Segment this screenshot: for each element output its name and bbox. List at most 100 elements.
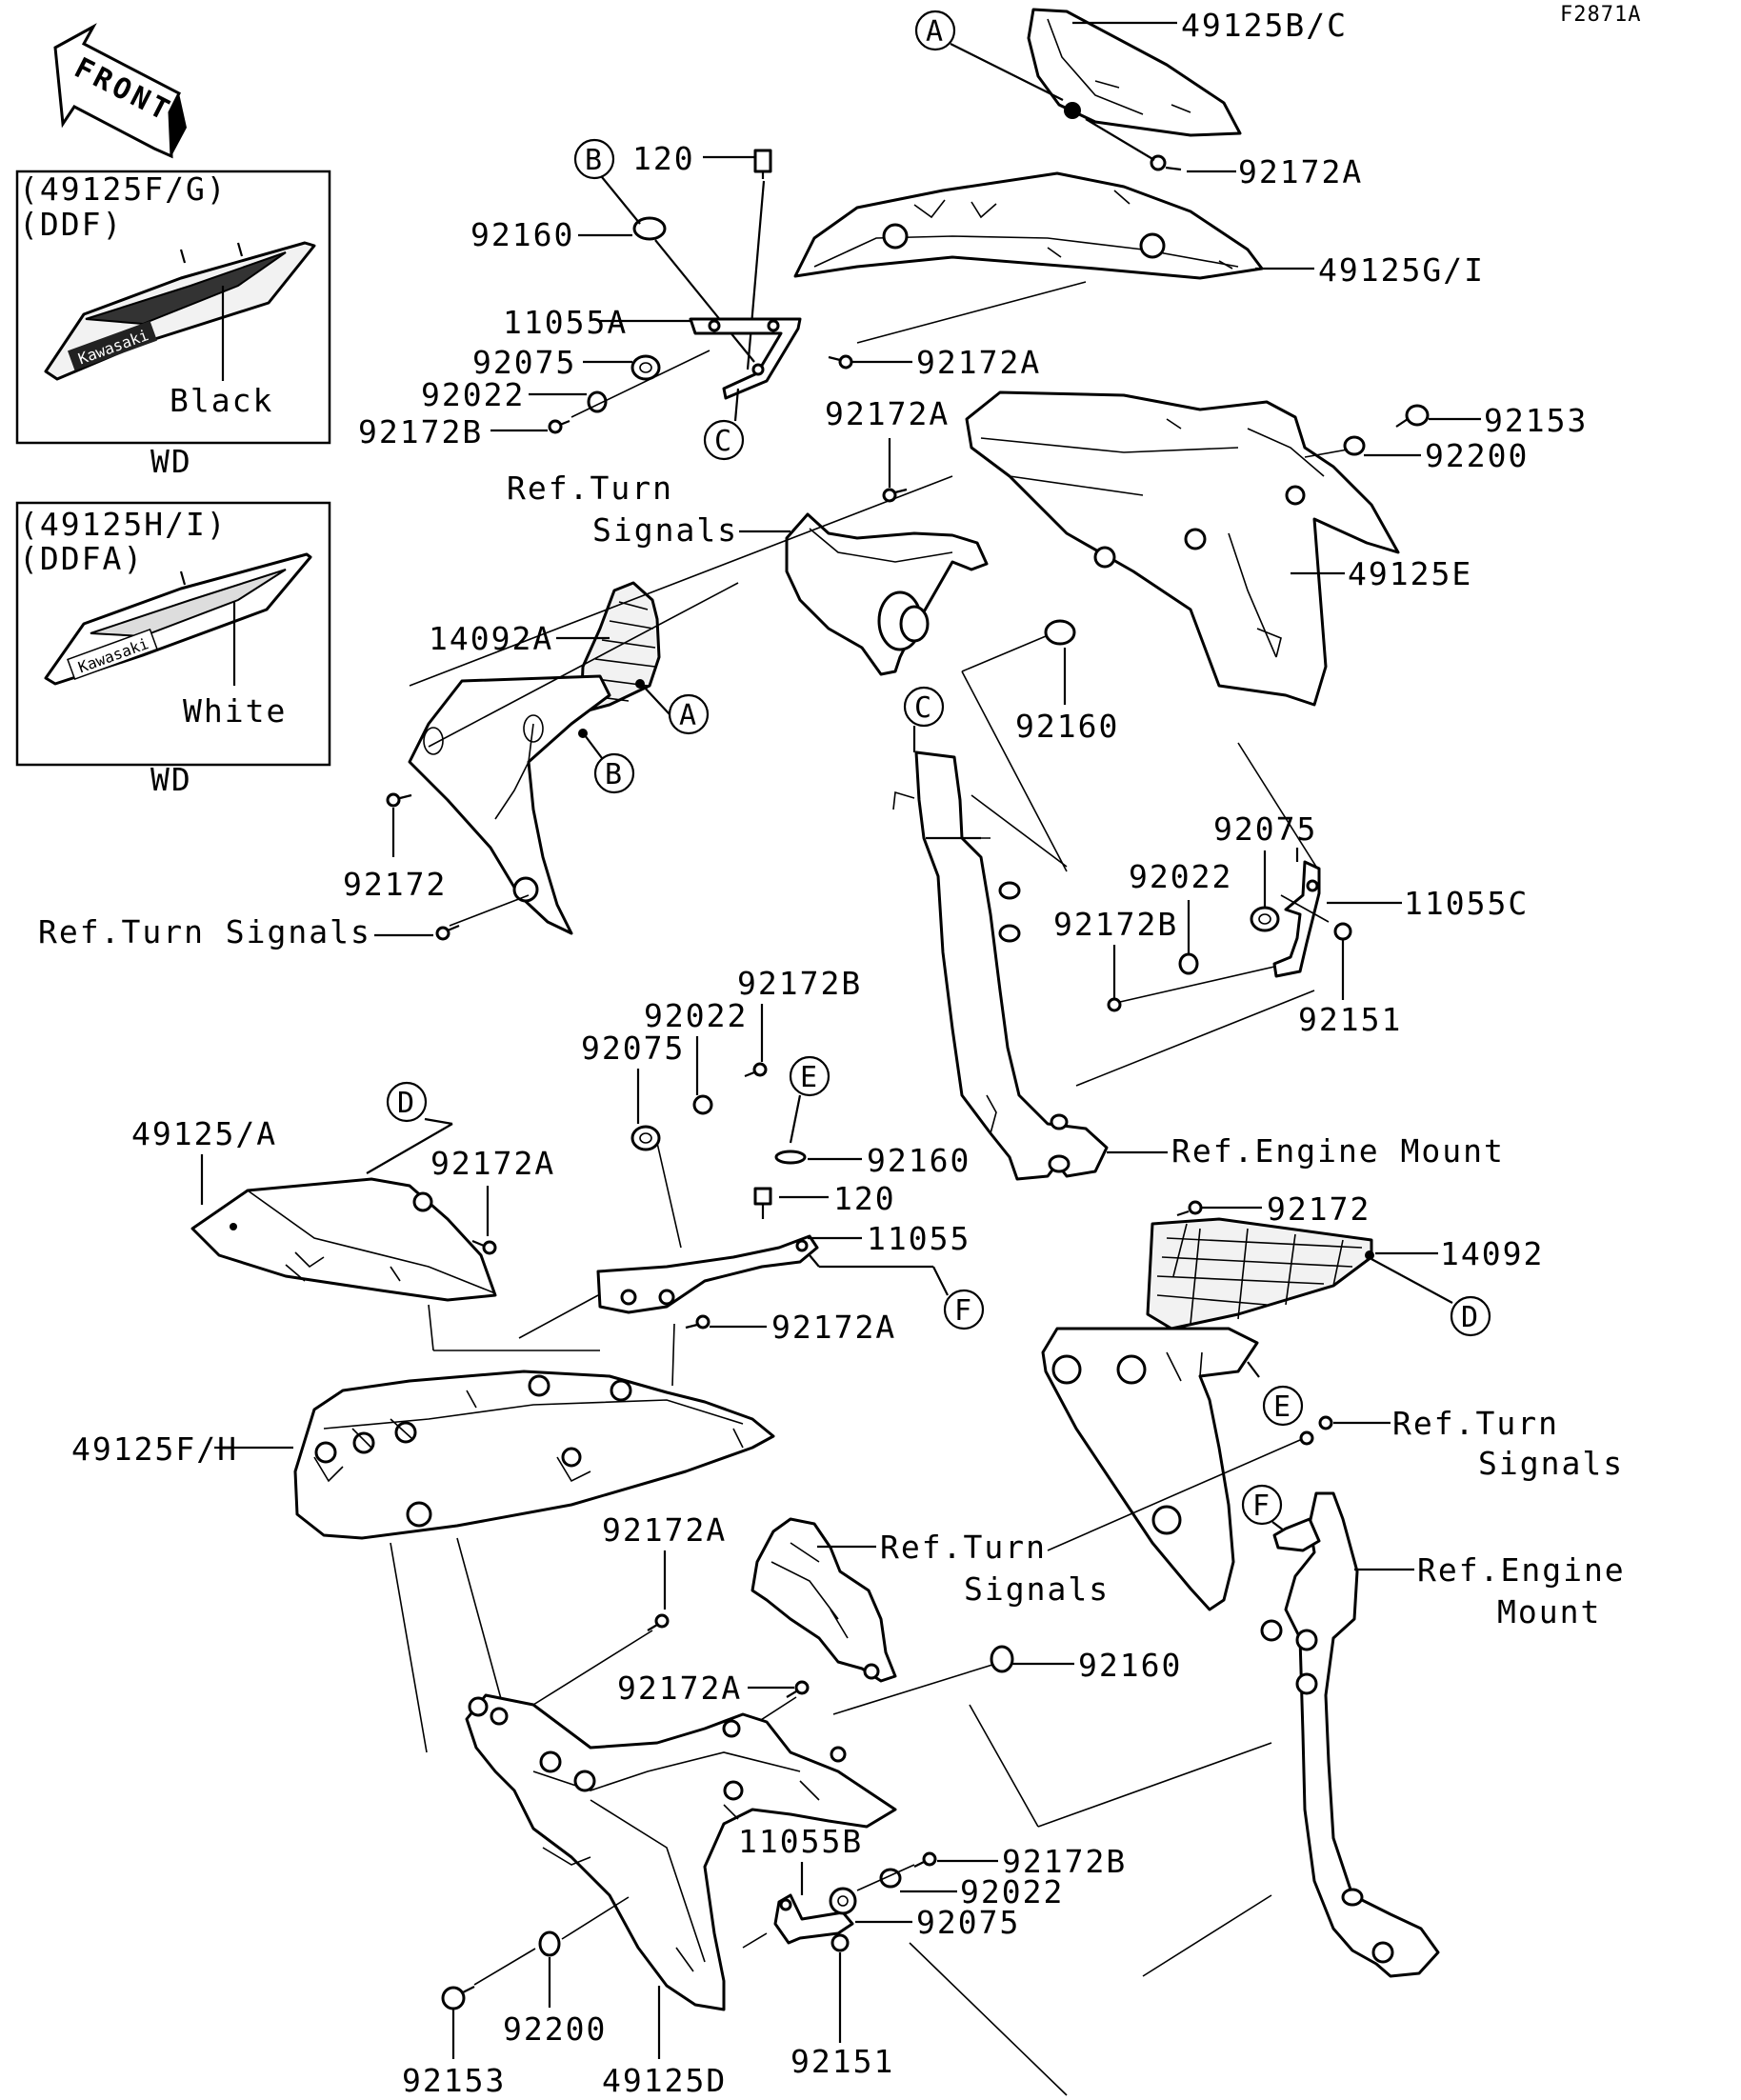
label-49125fh: 49125F/H (71, 1430, 238, 1468)
inset-footer: WD (150, 761, 192, 798)
label-92022: 92022 (421, 376, 525, 413)
screw-92151 (830, 1933, 850, 1952)
callout-d-label: D (1461, 1301, 1478, 1334)
label-120: 120 (632, 140, 695, 177)
lower-fairing-49125d-part (465, 1693, 897, 2011)
screw-92172a (786, 1680, 810, 1698)
callout-f: F (943, 1289, 985, 1330)
label-14092a: 14092A (429, 620, 553, 657)
label-92172b: 92172B (358, 413, 483, 450)
screw-92172a (828, 354, 853, 370)
label-92151: 92151 (1298, 1001, 1402, 1038)
inset-white-variant: (49125H/I) (DDFA) Kawasaki White (15, 501, 331, 767)
label-49125bc: 49125B/C (1181, 7, 1348, 44)
label-92022: 92022 (644, 997, 748, 1034)
bracket-11055b (773, 1893, 854, 1945)
label-92153: 92153 (402, 2062, 506, 2099)
inset-code: (DDF) (19, 206, 123, 243)
side-cowl-49125fh-part (293, 1370, 775, 1540)
washer-92200 (1343, 435, 1366, 456)
inset-black-variant: (49125F/G) (DDF) Kawasaki Black (15, 170, 331, 445)
callout-e: E (789, 1055, 830, 1097)
callout-b-label: B (605, 758, 622, 791)
label-ref-turn-signals: Ref.Turn (1392, 1405, 1559, 1442)
bracket-11055 (596, 1234, 819, 1314)
label-ref-engine-mount: Mount (1497, 1593, 1601, 1630)
inner-panel-49125e (965, 390, 1400, 707)
front-arrow-icon: FRONT (53, 23, 187, 159)
callout-c-label: C (714, 425, 731, 458)
screw-92172 (386, 792, 412, 808)
callout-e: E (1262, 1385, 1304, 1427)
mesh-14092 (1146, 1217, 1374, 1330)
engine-mount-bracket-part (1260, 1491, 1440, 1978)
callout-f: F (1241, 1484, 1283, 1526)
callout-d-label: D (397, 1087, 414, 1120)
bracket-11055a (689, 317, 802, 400)
label-92172a: 92172A (602, 1511, 727, 1549)
callout-e-label: E (1273, 1390, 1291, 1424)
label-92160: 92160 (470, 216, 574, 253)
label-ref-turn-signals: Signals (1478, 1445, 1624, 1482)
label-92075: 92075 (581, 1030, 685, 1067)
grommet-92160 (1044, 619, 1076, 646)
label-11055b: 11055B (738, 1823, 863, 1860)
label-92172a: 92172A (771, 1309, 896, 1346)
label-11055a: 11055A (503, 304, 628, 341)
callout-b: B (573, 138, 615, 180)
label-92160: 92160 (1015, 708, 1119, 745)
screw-92172a (647, 1613, 670, 1631)
label-14092: 14092 (1440, 1235, 1544, 1272)
inset-title: (49125H/I) (19, 506, 228, 543)
callout-d: D (1450, 1295, 1491, 1337)
side-cowl-49125a-part (190, 1177, 497, 1302)
label-92153: 92153 (1484, 402, 1588, 439)
label-ref-turn-signals: Ref.Turn (507, 470, 673, 507)
label-92075: 92075 (916, 1904, 1020, 1941)
grommet-92075 (1250, 906, 1280, 932)
label-92200: 92200 (503, 2010, 607, 2048)
front-inner-panel-part (408, 674, 611, 935)
inset-color: Black (170, 382, 273, 419)
label-ref-engine-mount: Ref.Engine (1417, 1551, 1626, 1589)
turn-signal-bracket-part (750, 1517, 897, 1683)
label-11055: 11055 (867, 1220, 971, 1257)
grommet-92160 (774, 1150, 807, 1165)
label-92172: 92172 (1267, 1190, 1371, 1228)
label-ref-turn-signals: Signals (592, 511, 738, 549)
label-92172a: 92172A (617, 1670, 742, 1707)
inset-color: White (183, 692, 287, 730)
screw-92172a (685, 1314, 710, 1330)
inset-footer: WD (150, 443, 192, 480)
bolt-92153 (1395, 404, 1430, 428)
label-92172a: 92172A (1238, 153, 1363, 190)
label-92160: 92160 (867, 1142, 971, 1179)
screw-92172a (1150, 154, 1182, 171)
bracket-11055c (1272, 860, 1321, 978)
screw-92172b (913, 1851, 937, 1868)
label-ref-turn-signals: Signals (964, 1570, 1110, 1608)
turn-signal-bracket-part (785, 512, 989, 676)
label-92160: 92160 (1078, 1647, 1182, 1684)
grommet-92160 (632, 216, 667, 241)
label-92022: 92022 (960, 1873, 1064, 1910)
label-92172a: 92172A (825, 395, 950, 432)
callout-a: A (668, 693, 710, 735)
callout-c: C (703, 419, 745, 461)
washer-92022 (1178, 952, 1199, 975)
screw-92172b (1107, 997, 1122, 1012)
label-92172b: 92172B (1053, 906, 1178, 943)
callout-d: D (386, 1081, 428, 1123)
washer-92022 (692, 1094, 713, 1115)
inset-title: (49125F/G) (19, 170, 228, 208)
screw-92172b (744, 1062, 768, 1078)
screw-92172a (471, 1239, 497, 1255)
callout-b: B (593, 752, 635, 794)
engine-mount-bracket-part (892, 750, 1109, 1181)
callout-c: C (903, 686, 945, 728)
callout-f-label: F (1252, 1490, 1270, 1523)
callout-b-label: B (585, 144, 602, 177)
label-49125gi: 49125G/I (1318, 251, 1485, 289)
label-92172a: 92172A (430, 1145, 555, 1182)
